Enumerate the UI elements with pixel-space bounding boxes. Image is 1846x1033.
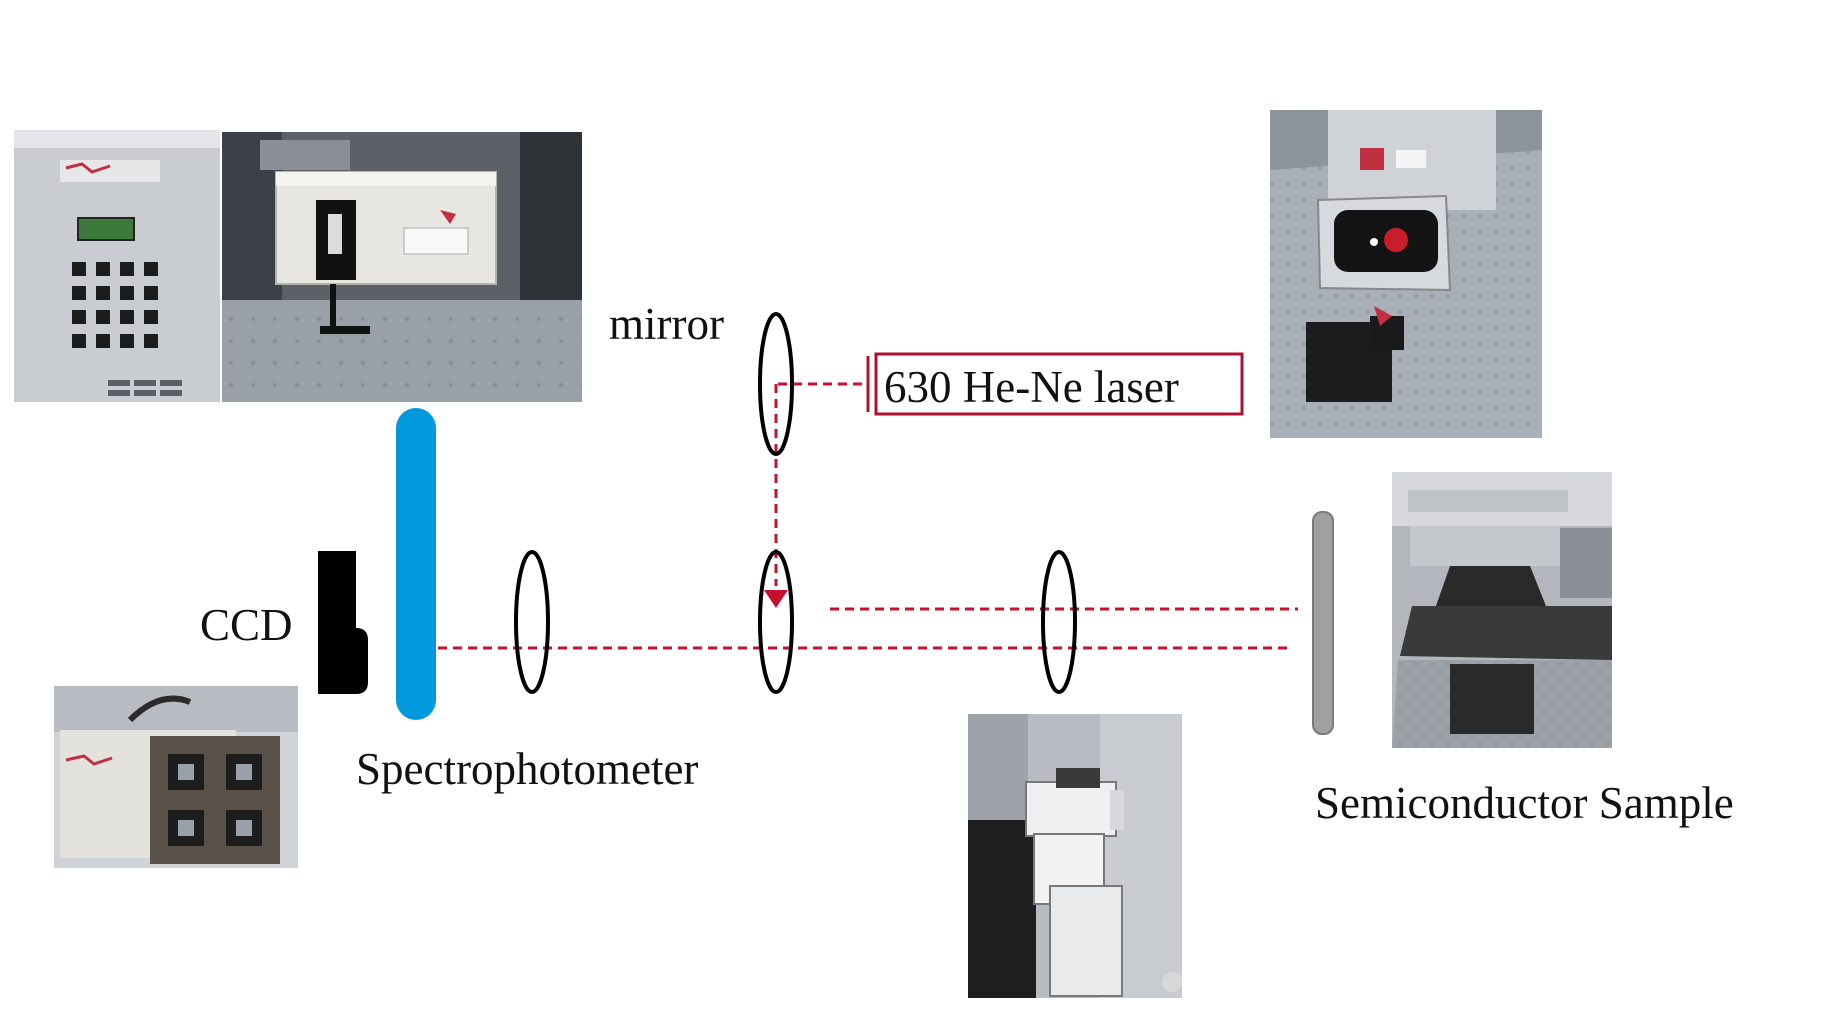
semiconductor-sample-label: Semiconductor Sample bbox=[1315, 778, 1734, 828]
sample-stage-photo bbox=[1392, 472, 1612, 748]
beam-splitter-lens bbox=[758, 550, 794, 694]
sample-plate bbox=[1312, 511, 1334, 735]
mirror-label: mirror bbox=[609, 299, 724, 349]
spectrometer-grating bbox=[396, 408, 436, 720]
microscope-photo bbox=[968, 714, 1182, 998]
spectrometer-controller-photo bbox=[14, 130, 220, 402]
beam-arrowhead bbox=[764, 590, 788, 608]
ccd-camera-photo bbox=[54, 686, 298, 868]
ccd-label: CCD bbox=[200, 600, 293, 650]
laser-label-box bbox=[874, 352, 1244, 416]
collection-lens bbox=[514, 550, 550, 694]
ccd-detector bbox=[318, 551, 368, 694]
focusing-lens bbox=[1041, 550, 1077, 694]
spectrometer-housing-photo bbox=[222, 132, 582, 402]
mirror-optic bbox=[758, 312, 794, 456]
laser-label: 630 He-Ne laser bbox=[884, 362, 1179, 412]
he-ne-laser-photo bbox=[1270, 110, 1542, 438]
spectrophotometer-label: Spectrophotometer bbox=[356, 744, 698, 794]
